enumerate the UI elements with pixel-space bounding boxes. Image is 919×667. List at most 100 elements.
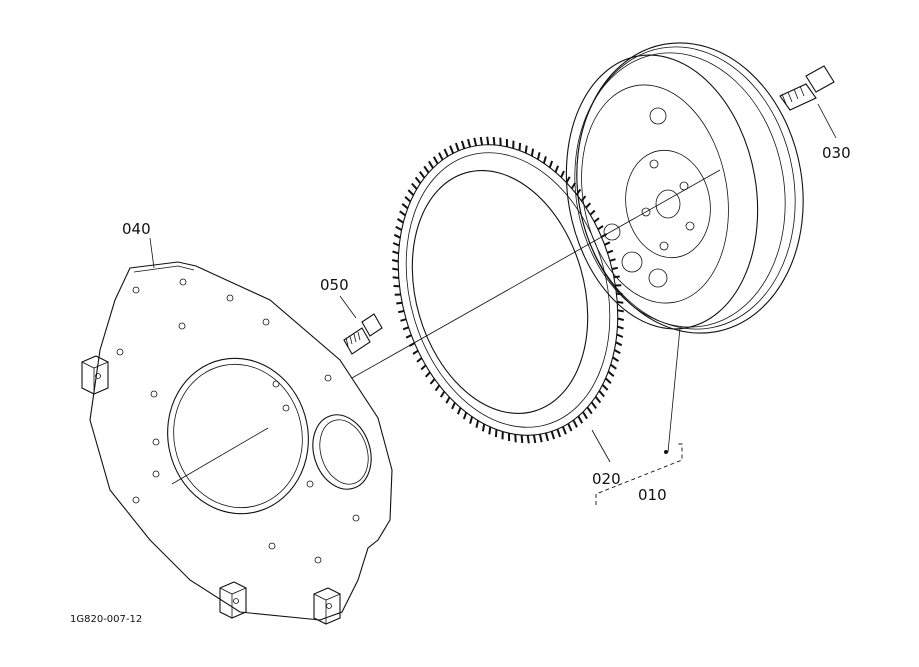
flywheel [565,42,804,334]
gear-tooth [613,275,620,279]
ring-gear-teeth [391,136,625,444]
gear-tooth [443,148,449,157]
gear-tooth [520,434,524,444]
gear-tooth [611,266,619,270]
flywheel-bolt-holes [641,159,695,251]
gear-tooth [607,370,615,377]
gear-tooth [392,267,399,271]
gear-tooth [613,349,621,355]
figure-code: 1G820-007-12 [70,614,142,625]
gear-tooth [391,259,399,263]
gear-tooth [586,406,593,415]
gear-tooth [434,384,441,392]
label-part-050: 050 [320,276,349,294]
gear-tooth [604,377,612,384]
gear-tooth [393,233,401,239]
gear-tooth [567,423,573,432]
leader-lines [149,103,837,463]
plate-bolt-holes [116,278,360,564]
gear-tooth [594,396,602,404]
gear-tooth [404,196,412,203]
gear-tooth [580,195,587,202]
gear-tooth [544,432,549,442]
gear-tooth [530,148,535,157]
gear-tooth [479,136,484,146]
gear-tooth [408,342,416,347]
gear-tooth [615,341,623,347]
gear-tooth [392,276,399,279]
gear-tooth [423,165,430,174]
gear-tooth [407,189,415,196]
gear-tooth [607,249,614,254]
mounting-lug-left [81,355,109,395]
gear-tooth [610,363,617,370]
label-part-010: 010 [638,486,667,504]
gear-tooth [449,145,455,154]
mounting-lug-bottom-left [219,581,247,619]
gear-tooth [538,433,543,443]
gear-tooth [454,142,460,152]
gear-tooth [532,434,537,444]
gear-tooth [526,435,530,444]
gear-tooth [617,317,625,321]
gear-tooth [494,429,498,438]
gear-tooth [475,420,480,428]
gear-tooth [601,384,609,391]
gear-tooth [402,326,409,331]
gear-tooth [492,136,496,146]
gear-tooth [518,142,522,151]
gear-tooth [550,431,556,440]
gear-tooth [561,426,567,435]
gear-tooth [451,402,456,410]
assembly-axis-line [171,169,721,485]
gear-tooth [604,241,611,246]
gear-tooth [399,210,406,217]
gear-tooth [401,203,409,210]
gear-tooth [542,156,547,164]
label-part-020: 020 [592,470,621,488]
gear-tooth [585,202,592,209]
label-part-040: 040 [122,220,151,238]
gear-tooth [560,170,565,178]
gear-tooth [481,423,486,432]
mounting-lug-bottom-right [313,587,341,625]
gear-tooth [486,136,490,145]
gear-tooth [429,378,436,385]
gear-tooth [432,156,439,165]
gear-tooth [617,325,624,330]
gear-tooth [600,233,608,238]
gear-tooth [412,349,419,355]
bolt-030 [779,65,835,111]
gear-tooth [554,165,560,173]
gear-tooth [548,160,554,168]
gear-tooth [400,318,407,322]
flywheel-dowel-holes [603,107,668,288]
gear-tooth [617,301,624,304]
label-part-030: 030 [822,144,851,162]
gear-tooth [405,334,412,339]
gear-tooth [392,242,400,247]
gear-tooth [428,160,434,169]
gear-tooth [577,415,584,424]
gear-tooth [582,411,588,420]
gear-tooth [616,333,624,338]
assembly-bracket-010 [595,443,683,505]
gear-tooth [445,396,451,404]
gear-tooth [572,419,578,428]
gear-tooth [439,390,446,398]
gear-tooth [395,225,403,231]
gear-tooth [609,258,616,262]
gear-tooth [536,152,541,160]
gear-tooth [593,217,600,223]
gear-tooth [396,218,404,224]
ring-gear [391,136,625,444]
gear-tooth [556,428,562,438]
bolt-050 [343,313,383,355]
gear-tooth [424,371,431,378]
gear-tooth [597,225,604,231]
gear-tooth [589,209,596,216]
gear-tooth [524,145,528,154]
gear-tooth [473,137,478,147]
gear-tooth [488,426,492,435]
